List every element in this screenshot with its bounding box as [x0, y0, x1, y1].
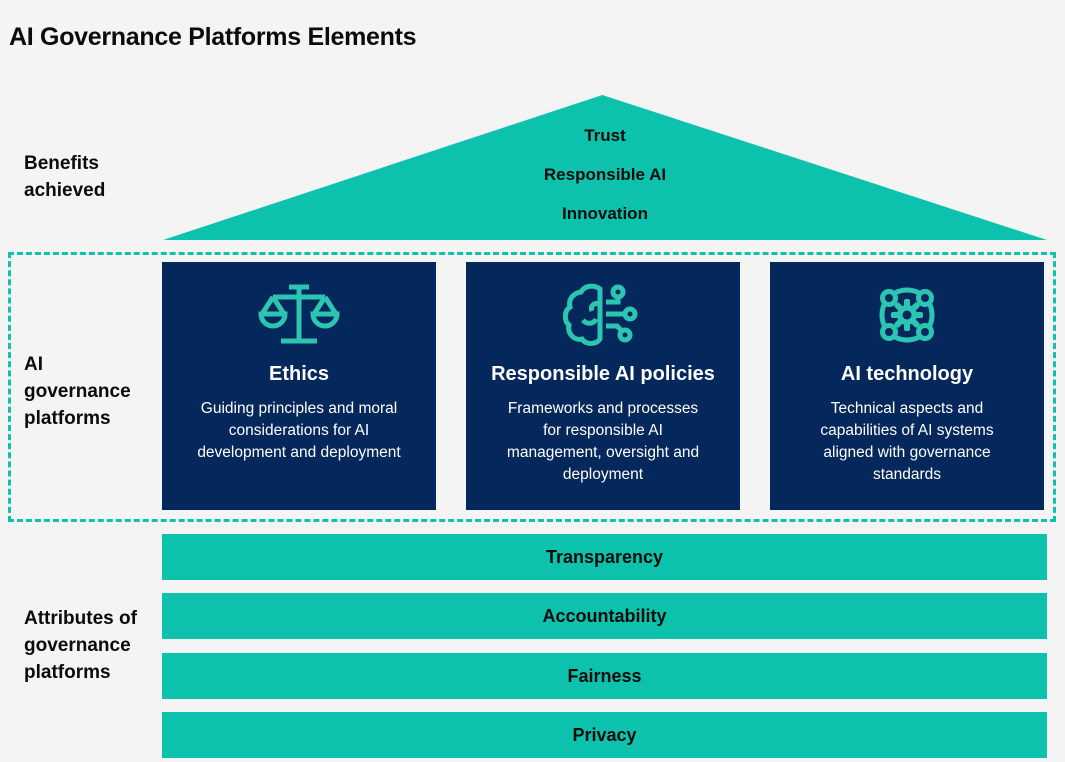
attribute-bar-fairness: Fairness	[162, 653, 1047, 699]
platforms-outline	[8, 252, 1056, 522]
card-title-ethics: Ethics	[268, 363, 330, 385]
scales-icon	[258, 283, 340, 347]
benefits-pyramid: Trust Responsible AI Innovation	[163, 95, 1047, 240]
card-desc-ethics: Guiding principles and moral considerati…	[197, 400, 401, 461]
card-ai-technology: AI technology Technical aspects and capa…	[770, 262, 1044, 510]
attributes-label: Attributes of governance platforms	[24, 608, 137, 683]
attribute-bar-transparency: Transparency	[162, 534, 1047, 580]
page-title: AI Governance Platforms Elements	[9, 22, 417, 51]
card-title-ai-technology: AI technology	[840, 363, 974, 385]
attribute-bar-privacy: Privacy	[162, 712, 1047, 758]
card-ethics: Ethics Guiding principles and moral cons…	[162, 262, 436, 510]
benefit-innovation: Innovation	[562, 204, 648, 223]
card-desc-ai-technology: Technical aspects and capabilities of AI…	[820, 400, 994, 483]
benefit-responsible-ai: Responsible AI	[543, 165, 667, 184]
card-responsible-ai-policies: Responsible AI policies Frameworks and p…	[466, 262, 740, 510]
attribute-bar-accountability: Accountability	[162, 593, 1047, 639]
platform-cards-row: Ethics Guiding principles and moral cons…	[162, 262, 1044, 510]
benefits-achieved-label: Benefits achieved	[24, 153, 106, 201]
brain-circuit-icon	[563, 283, 643, 347]
gear-network-icon	[867, 283, 947, 347]
card-title-responsible-ai-policies: Responsible AI policies	[491, 363, 715, 385]
ai-governance-platforms-label: AI governance platforms	[24, 354, 131, 429]
card-desc-responsible-ai-policies: Frameworks and processes for responsible…	[506, 400, 700, 483]
benefit-trust: Trust	[584, 126, 626, 145]
